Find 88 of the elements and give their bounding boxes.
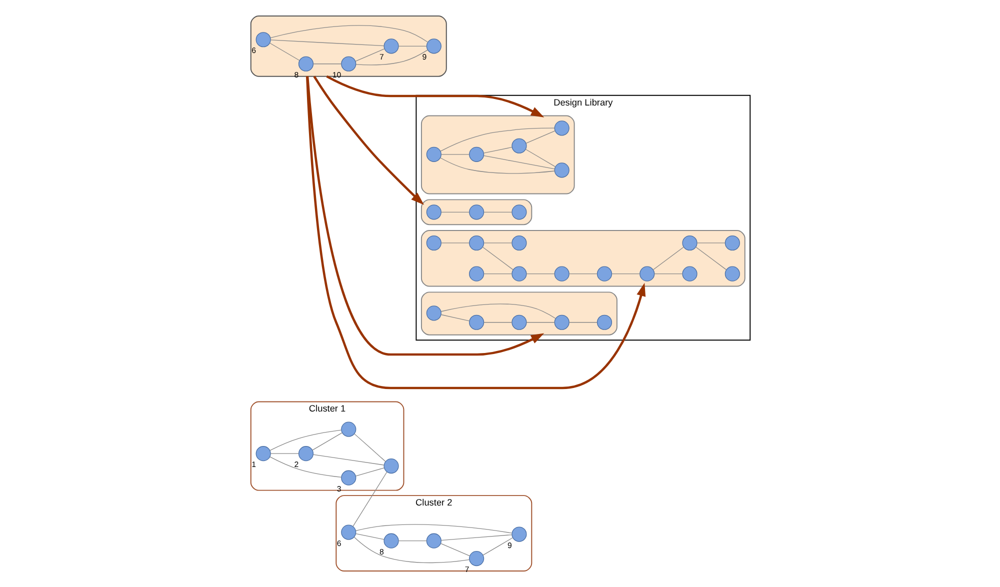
node-circle: [255, 32, 270, 48]
connector: [483, 322, 512, 323]
node-circle: [511, 314, 526, 330]
cluster: [420, 230, 745, 287]
arrow: [312, 76, 424, 205]
connector: [398, 540, 426, 542]
node-circle: [682, 235, 697, 251]
node-circle: [682, 266, 697, 282]
cluster: Design Library: [415, 94, 750, 341]
node-circle: [383, 458, 398, 474]
connector: [482, 537, 512, 556]
node-circle: [426, 204, 441, 220]
connector: [440, 242, 469, 244]
node-circle: [340, 422, 356, 437]
node-circle: [426, 235, 441, 251]
node-circle: [554, 266, 569, 282]
node-circle: [383, 38, 398, 54]
node-circle: [596, 314, 612, 330]
node-circle: [724, 235, 740, 251]
arrow: [306, 76, 544, 356]
connector: [354, 468, 384, 476]
cluster: [420, 292, 617, 336]
connector: [696, 242, 725, 244]
node-circle: [340, 56, 356, 72]
node-circle: [468, 551, 484, 566]
connector: [270, 453, 298, 454]
connector: [355, 50, 428, 66]
connector: [524, 148, 556, 167]
connector: [483, 155, 554, 170]
connector: [354, 533, 384, 540]
node-circle: [511, 138, 526, 154]
connector: [354, 433, 386, 462]
connector: [440, 128, 554, 152]
node-circle: [426, 146, 441, 162]
connector: [353, 536, 470, 564]
connector: [440, 543, 470, 556]
node-circle: [468, 314, 484, 330]
connector: [269, 430, 341, 451]
connector: [270, 25, 428, 42]
node-circle: [596, 266, 612, 282]
connector: [483, 242, 512, 244]
connector: [270, 40, 384, 46]
connector: [526, 322, 554, 323]
connector: [355, 524, 512, 534]
connector: [269, 456, 341, 478]
node-circle: [511, 526, 526, 542]
node-circle: [724, 266, 740, 282]
node-circle: [426, 533, 441, 548]
node-circle: [468, 146, 484, 162]
node-circle: [468, 204, 484, 220]
connector: [568, 322, 597, 323]
node-circle: [468, 235, 484, 251]
node-circle: [554, 314, 569, 330]
node-circle: [511, 266, 526, 282]
arrow: [326, 75, 544, 118]
connector: [354, 48, 384, 62]
connector: [312, 432, 342, 451]
node-circle: [468, 266, 484, 282]
connector: [312, 454, 384, 466]
connector: [440, 158, 554, 174]
node-circle: [554, 162, 569, 178]
cluster: [250, 16, 446, 77]
connector: [652, 246, 684, 270]
node-circle: [255, 446, 270, 462]
connector: [695, 246, 726, 270]
connector: [440, 304, 556, 319]
connector: [440, 314, 470, 322]
cluster: [420, 199, 532, 226]
node-circle: [298, 56, 314, 72]
connector: [268, 42, 300, 61]
node-circle: [554, 120, 569, 136]
cluster: [420, 115, 574, 194]
arrow: [305, 76, 646, 390]
node-circle: [340, 524, 356, 540]
connector: [440, 534, 512, 541]
node-circle: [511, 204, 526, 220]
connector: [482, 146, 512, 154]
connector: [440, 154, 469, 155]
connector: [525, 130, 555, 144]
node-circle: [426, 306, 441, 321]
connector: [482, 246, 513, 270]
connector: [352, 472, 387, 527]
node-circle: [511, 235, 526, 251]
node-circle: [639, 266, 654, 282]
node-circle: [426, 38, 441, 54]
node-circle: [298, 446, 314, 462]
node-circle: [340, 470, 356, 486]
node-circle: [383, 533, 398, 548]
